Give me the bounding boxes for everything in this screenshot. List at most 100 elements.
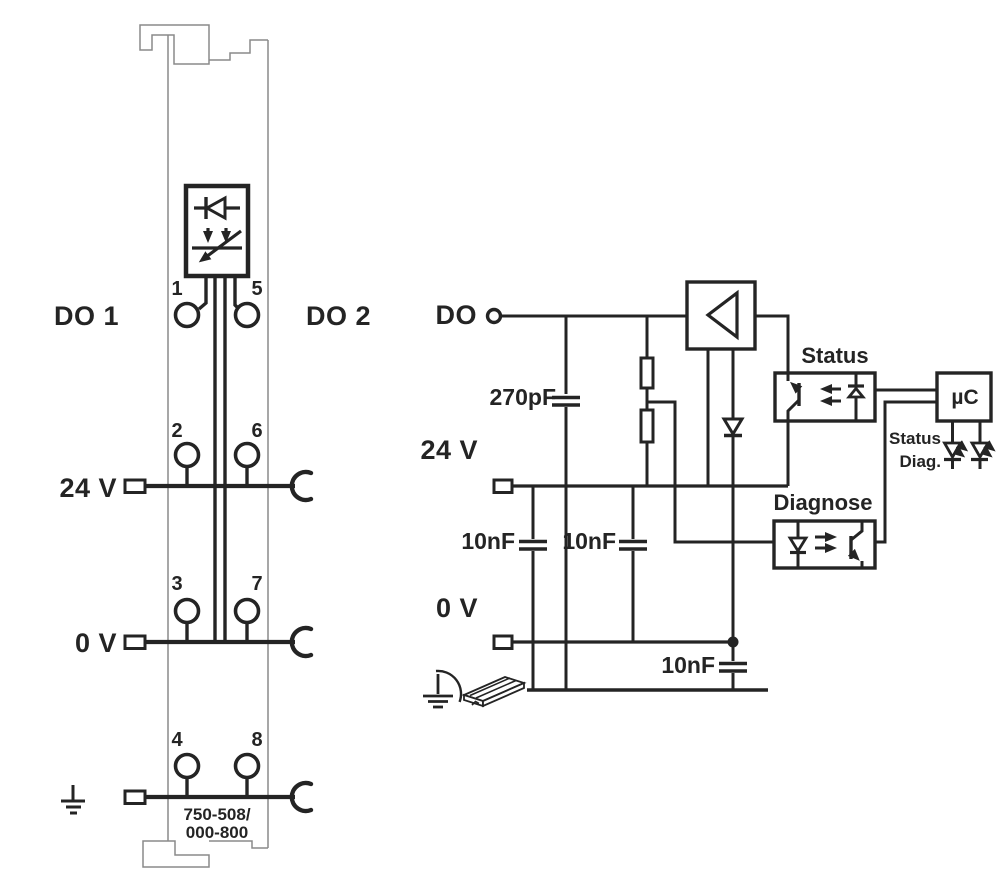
socket-24v-icon <box>289 469 314 503</box>
terminal-number-6: 6 <box>251 420 262 442</box>
din-rail-front-right <box>482 681 525 708</box>
module-top-latch-outline <box>139 24 210 65</box>
label-diagnose-opto: Diagnose <box>773 490 872 515</box>
diode-triangle-icon <box>721 417 745 437</box>
label-led-diag: Diag. <box>899 452 941 471</box>
terminal-number-5: 5 <box>251 278 262 300</box>
diagnose-emitter-arrow <box>847 548 860 561</box>
led-status-emission-2 <box>952 446 966 458</box>
part-number-line2: 000-800 <box>186 823 248 842</box>
terminal-number-3: 3 <box>171 573 182 595</box>
terminal-number-2: 2 <box>171 420 182 442</box>
terminal-circle-8 <box>233 752 261 780</box>
terminal-circle-4 <box>173 752 201 780</box>
led-status-emission-1 <box>955 440 969 452</box>
microcontroller: µC <box>935 371 993 423</box>
capacitor-10nf-zero-earth: 10nF <box>661 642 747 690</box>
functional-earth-icon <box>423 669 463 709</box>
plug-earth-icon <box>123 789 147 805</box>
plug-24v-schematic-icon <box>492 478 514 494</box>
label-led-status: Status <box>889 429 941 448</box>
led-diode-triangle <box>203 195 227 221</box>
label-do2: DO 2 <box>306 301 371 331</box>
amplifier <box>685 280 790 486</box>
status-transistor-lower <box>786 398 801 421</box>
earth-ground-icon <box>61 785 85 815</box>
terminal-circle-2 <box>173 441 201 469</box>
label-10nf-1: 10nF <box>461 528 515 554</box>
resistor-1 <box>639 356 655 390</box>
label-0v: 0 V <box>436 593 478 623</box>
terminal-number-7: 7 <box>251 573 262 595</box>
din-rail-notch <box>471 700 480 706</box>
led-diagonal-arrow <box>198 229 242 263</box>
din-rail-groove-2 <box>475 679 517 699</box>
label-uc: µC <box>951 386 978 409</box>
module-bottom-right-step <box>209 840 268 849</box>
module-bottom-latch-outline <box>142 840 210 868</box>
module-rail-24v: 24 V <box>59 466 314 503</box>
led-indicator <box>183 183 251 642</box>
terminal-circle-7 <box>233 597 261 625</box>
plug-24v-icon <box>123 478 147 494</box>
label-10nf-3: 10nF <box>661 652 715 678</box>
uc-box <box>935 371 993 423</box>
led-diag-emission-2 <box>980 446 993 458</box>
earth-arc <box>435 669 463 703</box>
din-rail-icon <box>461 676 527 708</box>
diagnose-opto-box <box>772 519 877 570</box>
socket-earth-icon <box>289 780 314 814</box>
diagnose-led-triangle <box>787 536 809 554</box>
led-status-triangle <box>942 441 963 460</box>
led-diag-triangle <box>969 441 991 460</box>
capacitor-270pf: 270pF <box>490 316 580 690</box>
label-10nf-2: 10nF <box>562 528 616 554</box>
terminal-number-8: 8 <box>251 729 262 751</box>
indicator-leds: Status Diag. <box>889 421 996 471</box>
module-rail-earth <box>61 777 314 815</box>
status-optocoupler <box>773 371 877 486</box>
status-led-triangle <box>846 386 866 399</box>
diagnose-optocoupler <box>772 519 877 570</box>
led-pin-1 <box>197 274 208 311</box>
schematic-rail-0v: 0 V <box>436 593 739 650</box>
uc-to-diagnose-wire <box>875 400 937 544</box>
socket-0v-icon <box>289 625 314 659</box>
terminal-number-4: 4 <box>171 729 183 751</box>
terminal-circle-1 <box>173 301 201 329</box>
plug-0v-icon <box>123 634 147 650</box>
din-rail-groove-1 <box>469 677 511 697</box>
amplifier-triangle-icon <box>705 289 739 341</box>
io-module-drawing: DO 1 DO 2 1 5 2 6 3 7 4 8 24 V <box>54 24 371 868</box>
resistor-2 <box>639 408 655 444</box>
diagnose-tap-wire <box>647 400 774 544</box>
shield-rail <box>423 669 768 709</box>
led-pin-5 <box>233 274 241 311</box>
do-input-terminal <box>485 307 503 325</box>
diagnose-collector <box>850 521 864 542</box>
terminal-number-1: 1 <box>171 278 182 300</box>
module-top-right-step <box>209 39 268 61</box>
module-rail-0v: 0 V <box>75 622 314 659</box>
schematic-rail-24v: 24 V <box>420 435 788 494</box>
label-24v: 24 V <box>420 435 478 465</box>
label-24v-module: 24 V <box>59 473 117 503</box>
part-number-line1: 750-508/ <box>183 805 250 824</box>
capacitor-10nf-supply-zero: 10nF <box>562 486 647 642</box>
terminal-circle-5 <box>233 301 261 329</box>
label-270pf: 270pF <box>490 384 556 410</box>
circuit-schematic: DO 270pF <box>420 280 996 709</box>
plug-0v-schematic-icon <box>492 634 514 650</box>
label-status-opto: Status <box>801 343 868 368</box>
amplifier-output-wire <box>755 314 790 373</box>
terminal-circle-3 <box>173 597 201 625</box>
capacitor-10nf-supply-earth: 10nF <box>461 486 547 690</box>
resistor-divider <box>639 316 774 544</box>
label-0v-module: 0 V <box>75 628 117 658</box>
label-do-input: DO <box>436 300 478 330</box>
led-diag-emission-1 <box>983 440 996 452</box>
terminal-circle-6 <box>233 441 261 469</box>
output-diode-branch <box>721 349 745 642</box>
